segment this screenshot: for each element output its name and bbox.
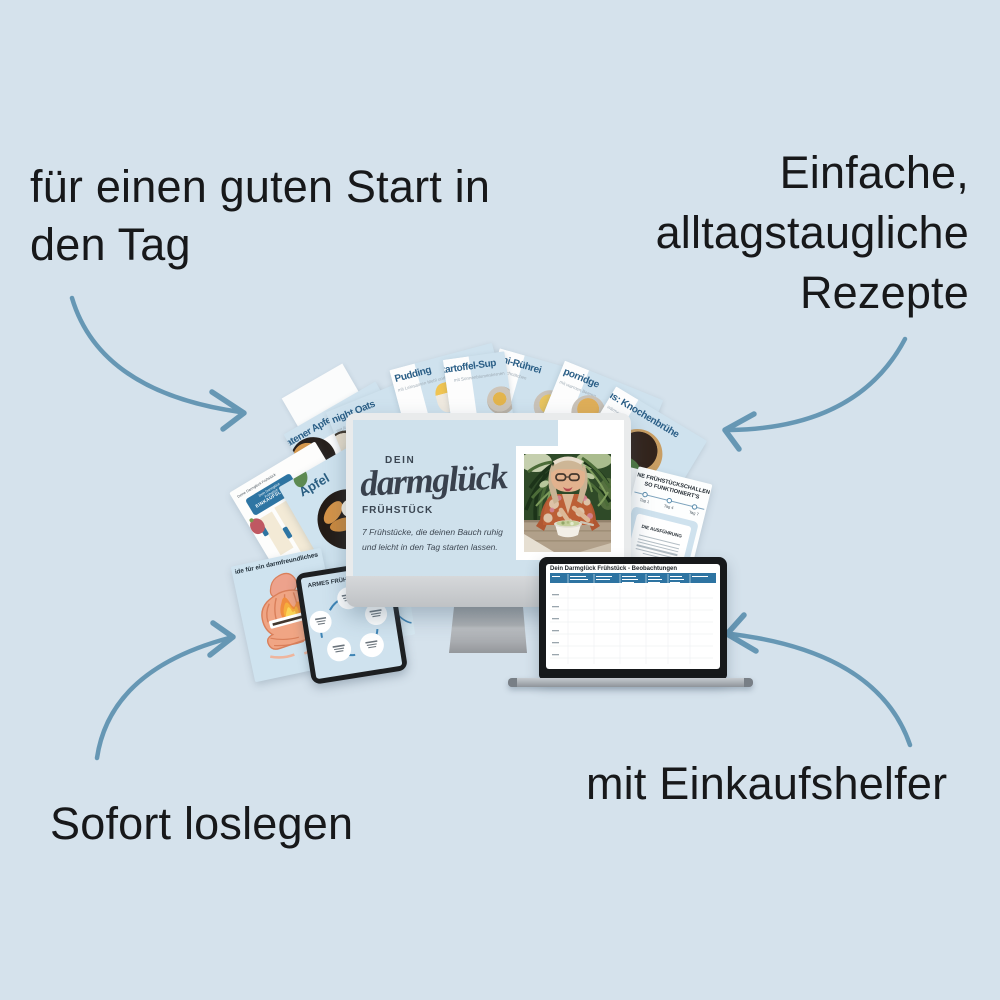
svg-text:Tag 4: Tag 4 [663, 503, 674, 510]
svg-text:Tag 7: Tag 7 [689, 509, 700, 516]
svg-text:Tag 1: Tag 1 [639, 497, 650, 504]
